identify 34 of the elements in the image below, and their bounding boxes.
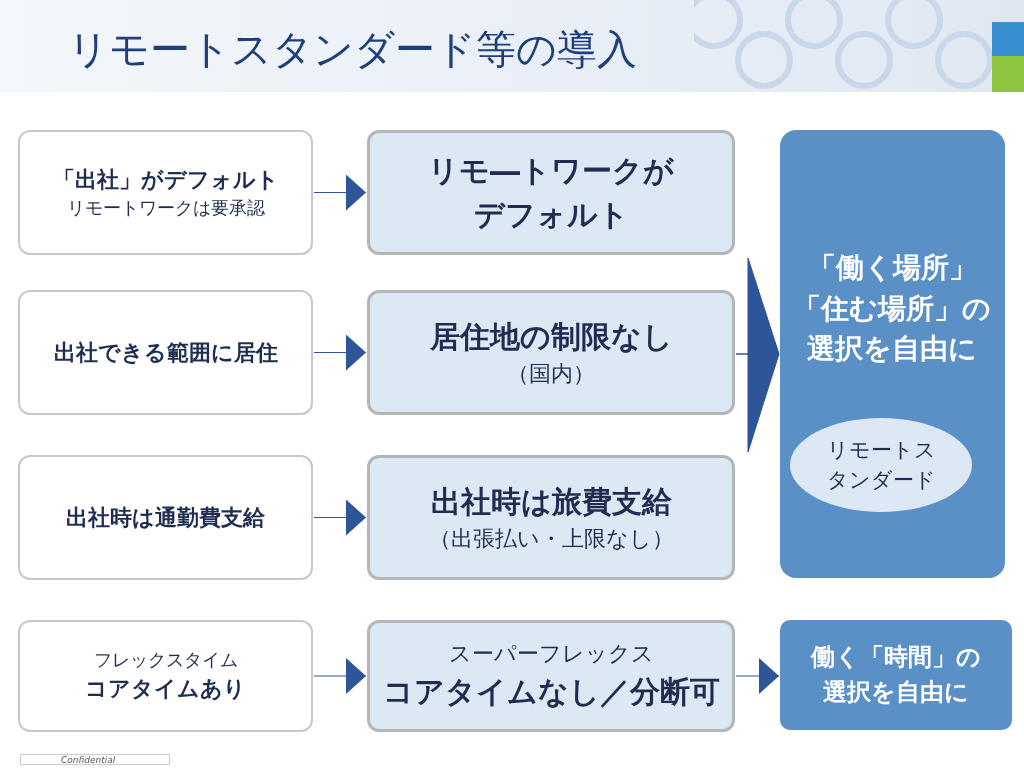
node-text: （出張払い・上限なし） <box>428 525 674 554</box>
arrow <box>735 658 780 694</box>
status-box <box>18 620 313 732</box>
node-text: （国内） <box>507 360 595 389</box>
arrow <box>313 334 367 371</box>
node-text: 出社時は旅費支給 <box>430 482 672 521</box>
node-text: スーパーフレックス <box>448 640 654 669</box>
arrow <box>313 658 367 694</box>
chevron-arrow <box>735 257 780 453</box>
node-text: フレックスタイム <box>93 648 238 672</box>
node-text: リモ―トワークがデフォルト <box>427 152 675 234</box>
arrow <box>313 174 367 211</box>
arrow <box>313 499 367 536</box>
node-text: 出社できる範囲に居住 <box>53 338 278 367</box>
node-text: 「出社」がデフォルト <box>52 165 279 194</box>
node-text: リモートワークは要承認 <box>66 196 265 221</box>
node-text: 働く「時間」の選択を自由に <box>809 642 982 708</box>
policy-box <box>367 290 735 415</box>
node-text: リモートスタンダード <box>825 436 937 494</box>
policy-box <box>367 620 735 732</box>
title: リモートスタンダード等の導入 <box>68 25 637 74</box>
goal-box <box>780 620 1012 730</box>
footer-note: Confidential <box>20 754 170 765</box>
node-text: コアタイムなし／分断可 <box>382 673 720 712</box>
status-box <box>18 455 313 580</box>
node-text: 「働く場所」「住む場所」の選択を自由に <box>792 250 993 368</box>
node-text: コアタイムあり <box>85 675 246 704</box>
policy-box <box>367 130 735 255</box>
policy-box <box>367 455 735 580</box>
node-text: 出社時は通勤費支給 <box>66 503 265 532</box>
node-text: 居住地の制限なし <box>429 317 673 356</box>
status-box <box>18 290 313 415</box>
status-box <box>18 130 313 255</box>
goal-panel <box>780 130 1005 578</box>
